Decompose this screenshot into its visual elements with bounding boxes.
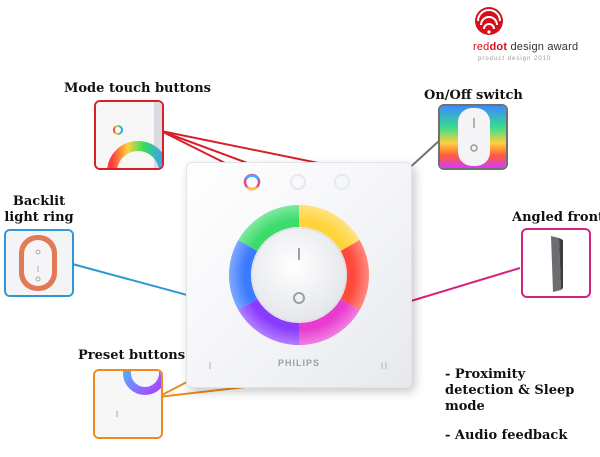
- label-on-off-switch: On/Off switch: [424, 88, 523, 103]
- label-angled-front: Angled front: [512, 210, 600, 225]
- mode-buttons-closeup: [96, 102, 162, 168]
- angled-front-closeup: [551, 236, 563, 292]
- label-backlit-light-ring: Backlit light ring: [4, 194, 74, 225]
- preset-buttons-closeup: [95, 371, 161, 437]
- backlit-ring-closeup: [6, 231, 72, 295]
- reddot-award-logo: [475, 7, 503, 35]
- note-audio: - Audio feedback: [445, 428, 568, 443]
- feature-notes: - Proximity detection & Sleep mode - Aud…: [445, 367, 595, 457]
- mode-button-3[interactable]: [334, 174, 350, 190]
- device-face: [209, 173, 387, 369]
- philips-brand: PHILIPS: [277, 358, 320, 368]
- callout-angled-front: [521, 228, 591, 298]
- award-title: reddot design award: [473, 41, 579, 53]
- label-mode-touch-buttons: Mode touch buttons: [64, 81, 211, 96]
- on-off-switch[interactable]: [251, 227, 347, 323]
- note-proximity: - Proximity detection & Sleep mode: [445, 367, 575, 414]
- callout-preset-buttons: [93, 369, 163, 439]
- callout-backlit-light-ring: [4, 229, 74, 297]
- award-subtitle: product design 2010: [478, 56, 552, 62]
- off-symbol: [293, 292, 305, 304]
- label-preset-buttons: Preset buttons: [78, 348, 186, 363]
- mode-button-2[interactable]: [290, 174, 306, 190]
- on-off-closeup: [440, 106, 506, 168]
- callout-mode-touch-buttons: [94, 100, 164, 170]
- callout-on-off-switch: [438, 104, 508, 170]
